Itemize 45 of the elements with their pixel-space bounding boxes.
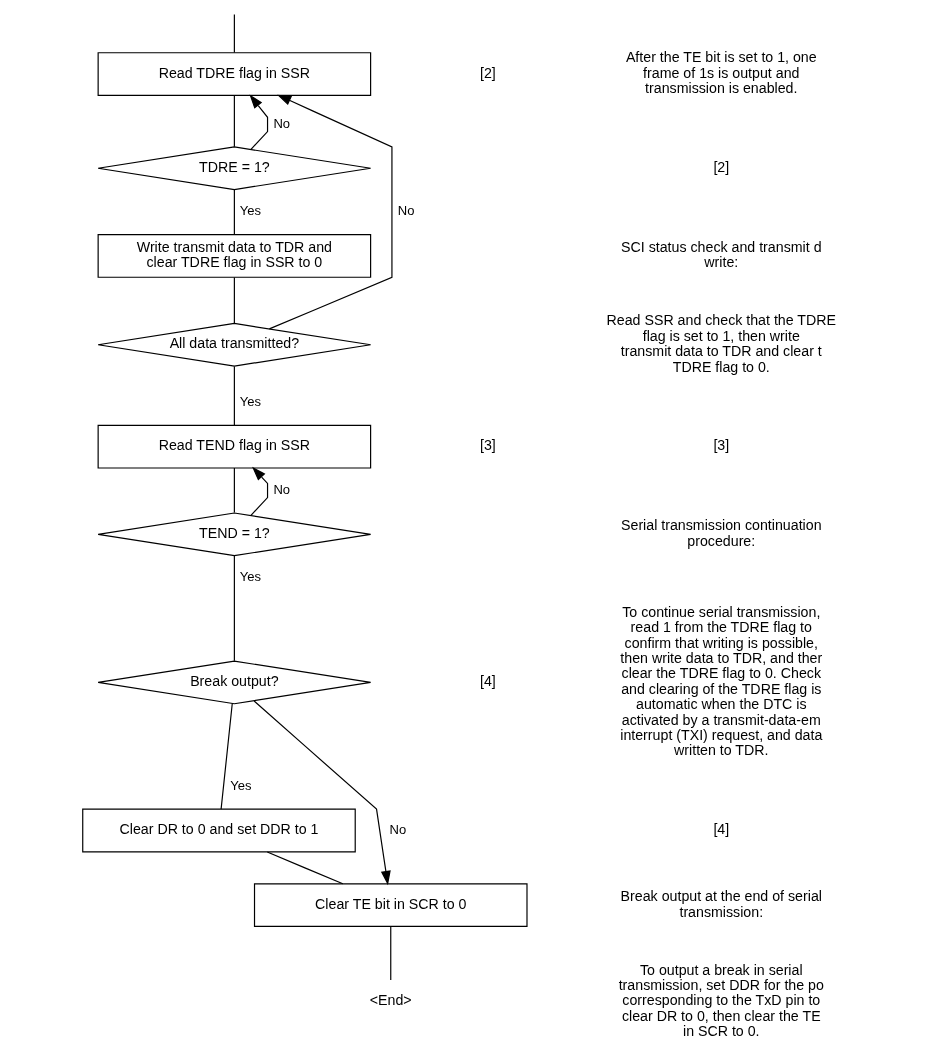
arrow bbox=[268, 94, 393, 330]
node-diamond: TDRE = 1? bbox=[97, 146, 372, 191]
edge-label: Yes bbox=[239, 394, 262, 410]
edge-label: No bbox=[389, 821, 407, 837]
arrow bbox=[253, 700, 391, 886]
label: Break output at the end of serial transmission: bbox=[620, 888, 822, 920]
connector bbox=[233, 467, 235, 514]
label: Serial transmission continuation procedure: bbox=[621, 517, 822, 549]
connector bbox=[233, 366, 235, 426]
label: [3] bbox=[713, 437, 730, 454]
label: To output a break in serial transmission, set DDR for the po corresponding to the TxD pin to clear DR to 0, then clear the TE in SCR to 0. bbox=[618, 961, 824, 1040]
edge-label: Yes bbox=[239, 569, 262, 585]
label: SCI status check and transmit d write: bbox=[621, 238, 822, 271]
connector bbox=[233, 13, 235, 54]
connector bbox=[266, 851, 344, 885]
label: To continue serial transmission, read 1 from the TDRE flag to confirm that writing is possible, then write data to TDR, and ther clear the TDRE flag to 0. Check and clearing of the TDRE flag is automatic when the DTC is activated by a transmit-data-em interrupt (TXI) request, and data written to TDR. bbox=[620, 603, 823, 759]
label: After the TE bit is set to 1, one frame of 1s is output and transmission is enabled. bbox=[625, 49, 817, 97]
connector bbox=[233, 95, 235, 148]
node-box: Write transmit data to TDR and clear TDRE flag in SSR to 0 bbox=[97, 234, 372, 278]
connector bbox=[233, 189, 235, 235]
arrow bbox=[250, 466, 269, 516]
connector bbox=[220, 702, 233, 810]
label: [2] bbox=[713, 158, 730, 175]
connector bbox=[233, 277, 235, 324]
edge-label: No bbox=[273, 115, 291, 131]
edge-label: No bbox=[273, 481, 291, 497]
node-box: Read TEND flag in SSR bbox=[97, 424, 372, 469]
arrow bbox=[249, 94, 269, 150]
edge-label: Yes bbox=[239, 203, 262, 219]
node-box: Read TDRE flag in SSR bbox=[97, 52, 372, 96]
label: Read SSR and check that the TDRE flag is set to 1, then write transmit data to TDR and clear t TDRE flag to 0. bbox=[606, 312, 837, 375]
edge-label: No bbox=[397, 203, 415, 219]
node-box: Clear TE bit in SCR to 0 bbox=[253, 883, 528, 928]
node-diamond: All data transmitted? bbox=[97, 322, 372, 367]
connector bbox=[390, 926, 392, 981]
label: [3] bbox=[480, 437, 496, 454]
connector bbox=[233, 555, 235, 662]
node-diamond: Break output? bbox=[97, 660, 372, 705]
node-diamond: TEND = 1? bbox=[97, 512, 372, 557]
node-text: <End> bbox=[369, 992, 412, 1009]
edge-label: Yes bbox=[230, 777, 252, 793]
node-box: Clear DR to 0 and set DDR to 1 bbox=[82, 808, 356, 853]
label: [2] bbox=[480, 64, 496, 81]
label: [4] bbox=[480, 673, 496, 690]
label: [4] bbox=[713, 821, 730, 838]
